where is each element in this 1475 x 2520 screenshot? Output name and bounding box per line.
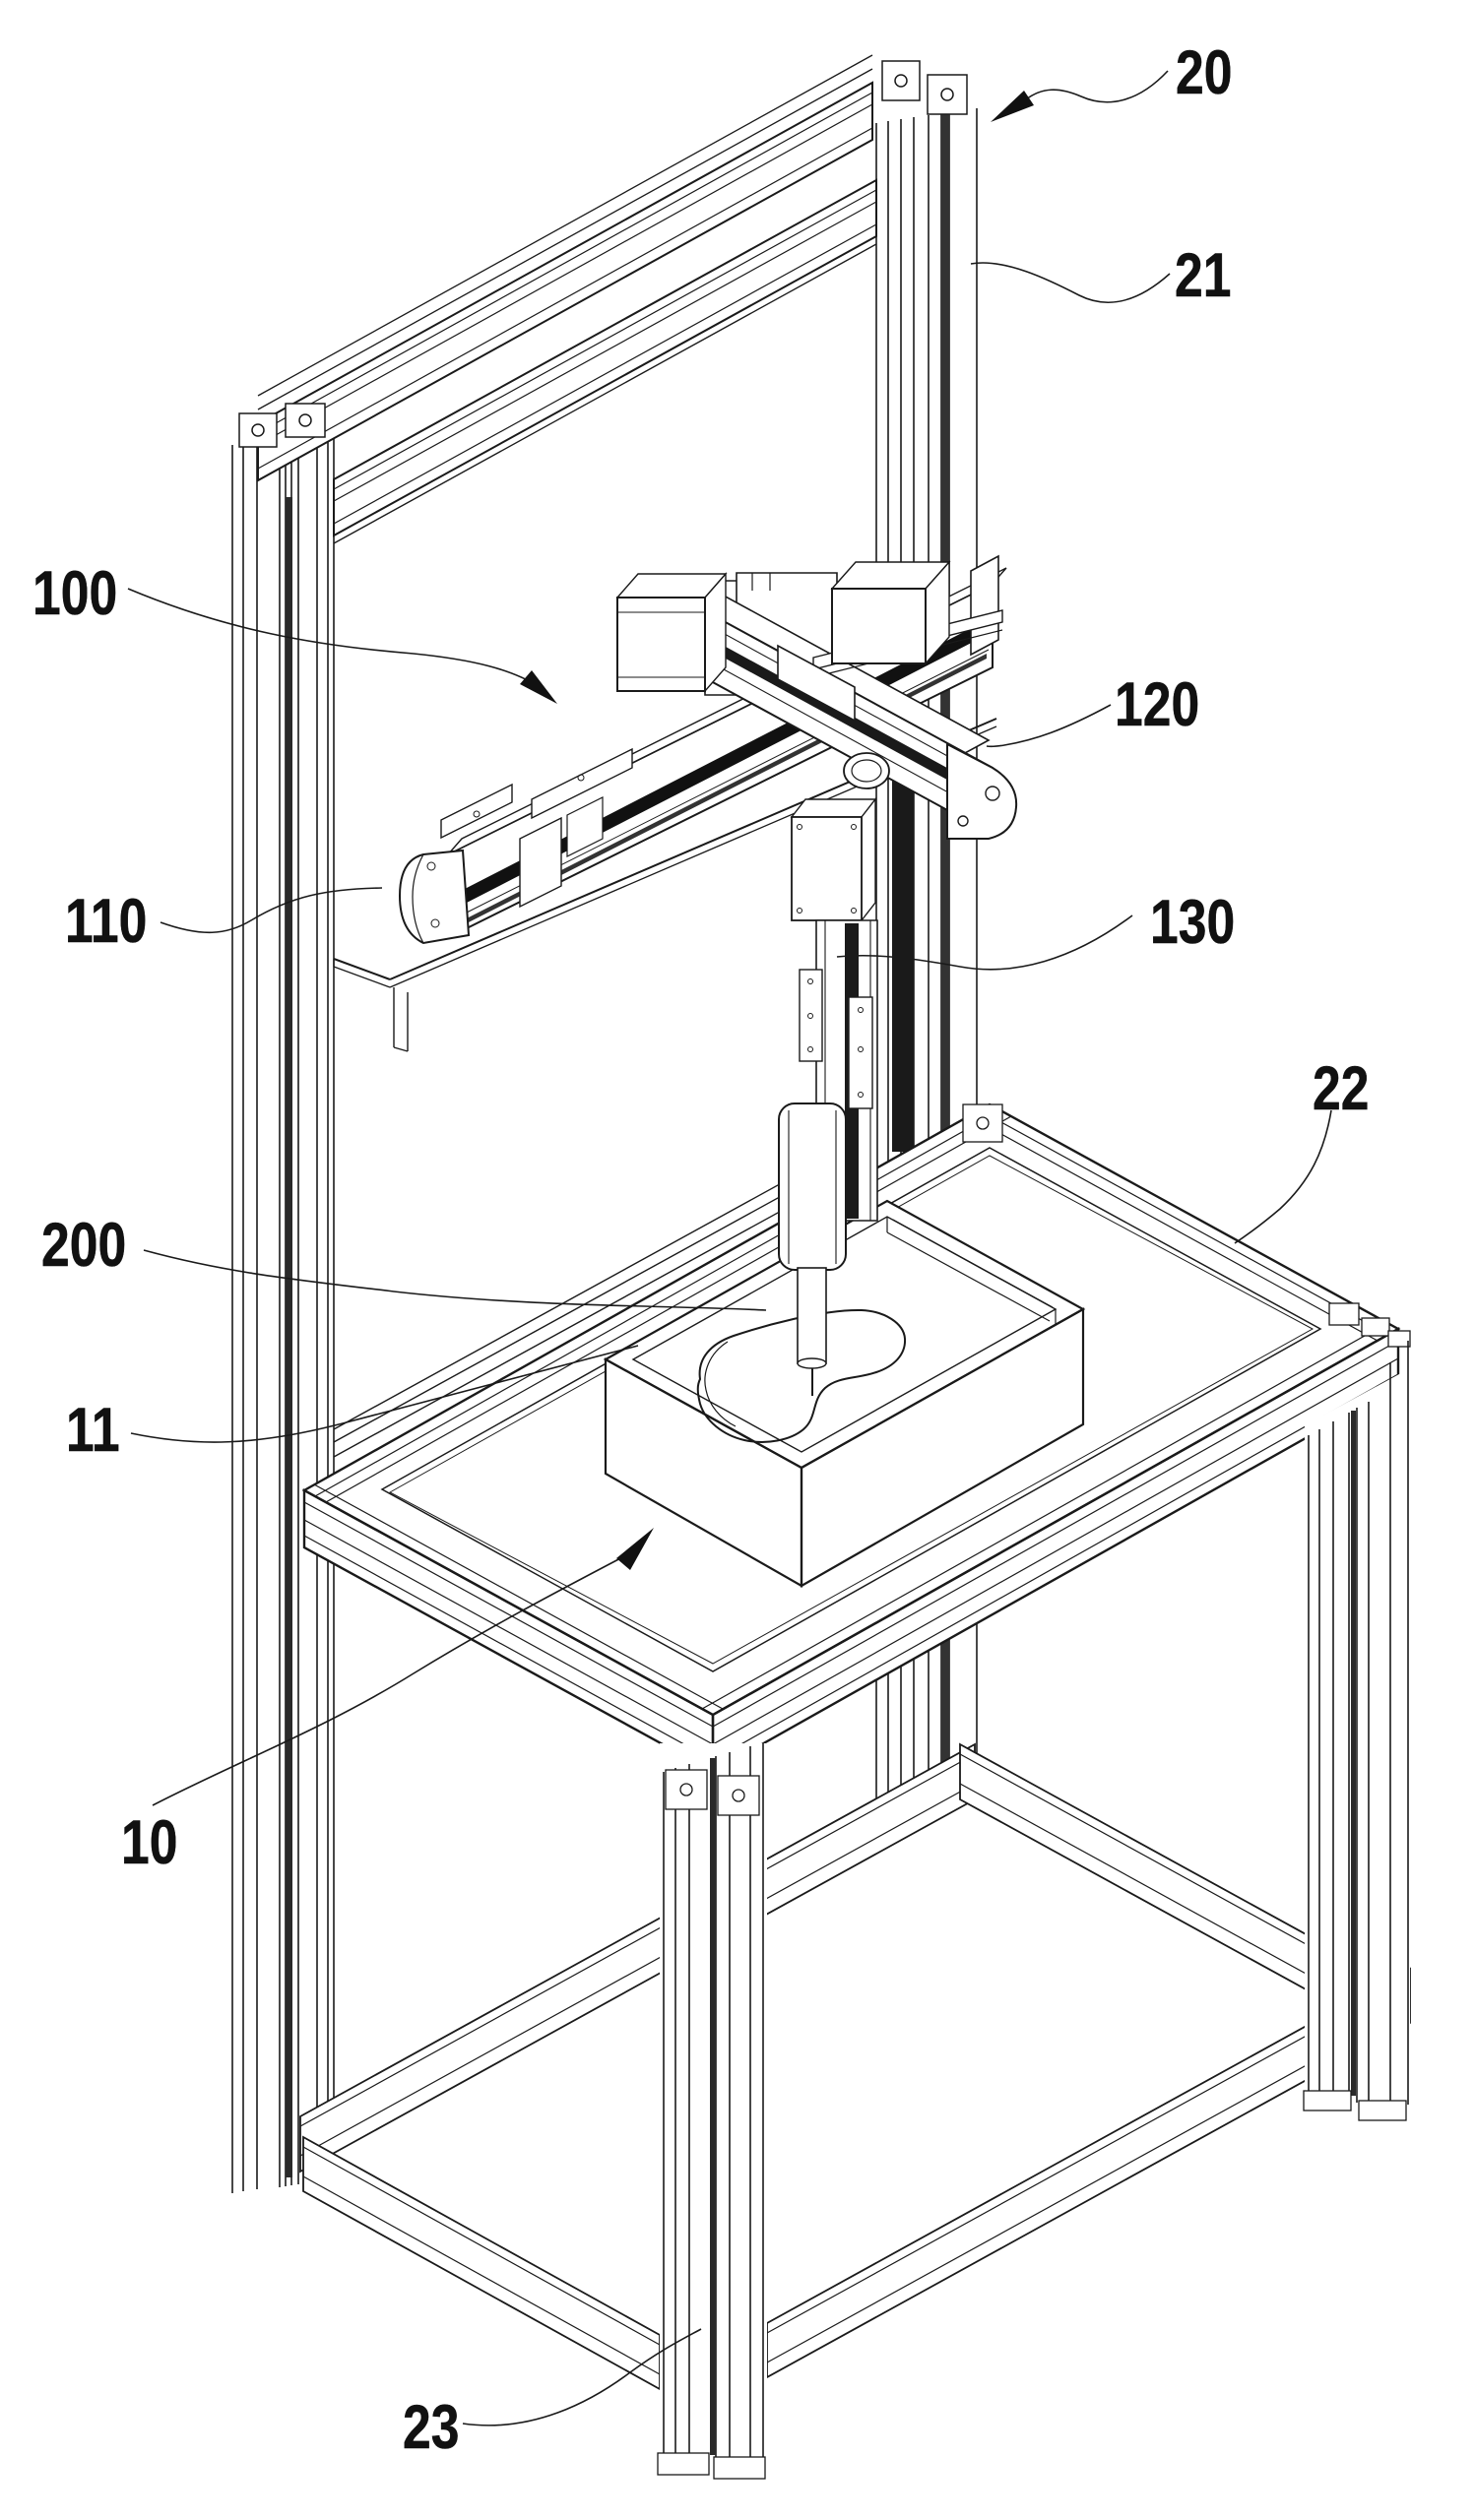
svg-text:130: 130 [1150,888,1235,957]
svg-text:20: 20 [1176,38,1232,107]
svg-text:22: 22 [1313,1054,1369,1123]
svg-text:200: 200 [41,1211,126,1280]
svg-text:10: 10 [121,1808,177,1877]
svg-text:23: 23 [403,2393,459,2462]
svg-text:120: 120 [1115,670,1199,739]
svg-text:110: 110 [65,887,147,956]
svg-text:21: 21 [1175,241,1231,310]
svg-text:100: 100 [32,559,117,628]
svg-text:11: 11 [66,1396,120,1465]
